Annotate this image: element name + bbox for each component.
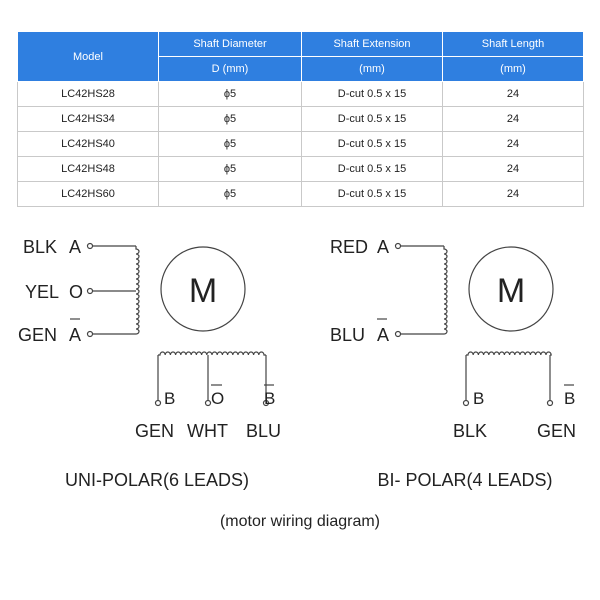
- unipolar-terminal-bbar: [262, 399, 270, 407]
- unipolar-lead-terminal: O: [69, 282, 83, 302]
- cell-extension: D-cut 0.5 x 15: [301, 81, 443, 107]
- cell-model: LC42HS40: [17, 131, 159, 157]
- bipolar-coil-horizontal: [466, 351, 552, 356]
- unipolar-bottom-terminal: O: [211, 389, 224, 408]
- unipolar-bottom-color: WHT: [187, 421, 228, 441]
- bipolar-lead-color: RED: [330, 237, 368, 257]
- bipolar-bottom-color: BLK: [453, 421, 487, 441]
- bipolar-lead-color: BLU: [330, 325, 365, 345]
- table-row: LC42HS28 ϕ5 D-cut 0.5 x 15 24: [17, 81, 584, 107]
- col-unit-length: (mm): [442, 56, 584, 82]
- unipolar-lead-color: YEL: [25, 282, 59, 302]
- col-header-shaft-length: Shaft Length: [442, 31, 584, 57]
- table-row: LC42HS40 ϕ5 D-cut 0.5 x 15 24: [17, 131, 584, 157]
- cell-diameter: ϕ5: [158, 181, 302, 207]
- cell-model: LC42HS60: [17, 181, 159, 207]
- cell-model: LC42HS34: [17, 106, 159, 132]
- unipolar-terminal-a: [86, 242, 94, 250]
- cell-diameter: ϕ5: [158, 131, 302, 157]
- bipolar-terminal-bbar: [546, 399, 554, 407]
- bipolar-bottom-color: GEN: [537, 421, 576, 441]
- unipolar-coil-horizontal: [158, 351, 266, 356]
- bipolar-coil-vertical: [443, 246, 448, 335]
- unipolar-coil-vertical: [135, 246, 140, 335]
- col-header-shaft-extension: Shaft Extension: [301, 31, 443, 57]
- shaft-spec-table: Model Shaft Diameter Shaft Extension Sha…: [17, 31, 584, 207]
- col-unit-diameter: D (mm): [158, 56, 302, 82]
- unipolar-bottom-color: BLU: [246, 421, 281, 441]
- unipolar-bottom-color: GEN: [135, 421, 174, 441]
- cell-model: LC42HS48: [17, 156, 159, 182]
- unipolar-terminal-o: [86, 287, 94, 295]
- table-row: LC42HS60 ϕ5 D-cut 0.5 x 15 24: [17, 181, 584, 207]
- unipolar-bottom-terminal: B: [264, 389, 275, 408]
- unipolar-terminal-abar: [86, 330, 94, 338]
- cell-diameter: ϕ5: [158, 156, 302, 182]
- unipolar-title: UNI-POLAR(6 LEADS): [65, 470, 249, 490]
- table-row: LC42HS34 ϕ5 D-cut 0.5 x 15 24: [17, 106, 584, 132]
- bipolar-terminal-b: [462, 399, 470, 407]
- col-unit-extension: (mm): [301, 56, 443, 82]
- unipolar-lead-color: BLK: [23, 237, 57, 257]
- bipolar-lead-terminal: A: [377, 325, 389, 345]
- unipolar-lead-terminal: A: [69, 325, 81, 345]
- bipolar-bottom-terminal: B: [564, 389, 575, 408]
- cell-extension: D-cut 0.5 x 15: [301, 131, 443, 157]
- cell-length: 24: [442, 156, 584, 182]
- bipolar-motor-label: M: [497, 272, 525, 310]
- cell-model: LC42HS28: [17, 81, 159, 107]
- bipolar-title: BI- POLAR(4 LEADS): [377, 470, 552, 490]
- bipolar-lead-terminal: A: [377, 237, 389, 257]
- cell-length: 24: [442, 81, 584, 107]
- cell-extension: D-cut 0.5 x 15: [301, 106, 443, 132]
- bipolar-terminal-abar: [394, 330, 402, 338]
- cell-length: 24: [442, 106, 584, 132]
- bipolar-motor-circle: [468, 246, 554, 332]
- bipolar-terminal-a: [394, 242, 402, 250]
- unipolar-terminal-b: [154, 399, 162, 407]
- unipolar-terminal-obar: [204, 399, 212, 407]
- unipolar-lead-terminal: A: [69, 237, 81, 257]
- cell-extension: D-cut 0.5 x 15: [301, 156, 443, 182]
- table-row: LC42HS48 ϕ5 D-cut 0.5 x 15 24: [17, 156, 584, 182]
- unipolar-lead-color: GEN: [18, 325, 57, 345]
- unipolar-bottom-terminal: B: [164, 389, 175, 408]
- bipolar-bottom-terminal: B: [473, 389, 484, 408]
- unipolar-motor-circle: [160, 246, 246, 332]
- diagram-caption: (motor wiring diagram): [219, 513, 381, 530]
- cell-diameter: ϕ5: [158, 81, 302, 107]
- cell-extension: D-cut 0.5 x 15: [301, 181, 443, 207]
- col-header-model: Model: [17, 31, 159, 82]
- cell-length: 24: [442, 131, 584, 157]
- wiring-diagram: M M BLK A YEL O GEN A B O B GEN WHT BLU …: [18, 237, 576, 490]
- cell-diameter: ϕ5: [158, 106, 302, 132]
- unipolar-motor-label: M: [189, 272, 217, 310]
- cell-length: 24: [442, 181, 584, 207]
- col-header-shaft-diameter: Shaft Diameter: [158, 31, 302, 57]
